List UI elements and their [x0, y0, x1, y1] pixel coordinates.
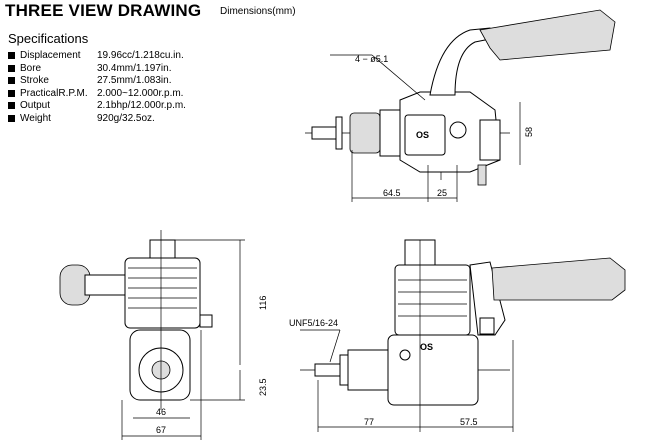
length-a-dimension: 77	[364, 417, 374, 427]
spec-value: 2.1bhp/12.000r.p.m.	[97, 100, 186, 111]
units-note: Dimensions(mm)	[220, 6, 296, 17]
spec-value: 920g/32.5oz.	[97, 112, 155, 124]
spec-label: Displacement	[20, 50, 81, 61]
bullet-icon	[8, 52, 15, 59]
outer-width-dimension: 67	[156, 425, 166, 435]
lower-height-dimension: 23.5	[258, 378, 268, 396]
page-title: THREE VIEW DRAWING	[5, 1, 202, 20]
svg-text:OS: OS	[420, 342, 433, 352]
top-view-drawing: OS 4 − ø5.1 58 64.5 25	[305, 9, 616, 202]
spec-value: 30.4mm/1.197in.	[97, 62, 172, 74]
thread-dimension: UNF5/16-24	[289, 318, 338, 328]
bullet-icon	[8, 102, 15, 109]
holes-dimension: 4 − ø5.1	[355, 54, 388, 64]
spec-value: 27.5mm/1.083in.	[97, 75, 172, 86]
spec-row: PracticalR.P.M. 2.000~12.000r.p.m.	[8, 88, 186, 101]
spec-label: Output	[20, 100, 51, 111]
specifications-heading: Specifications	[8, 31, 89, 46]
inner-width-dimension: 46	[156, 407, 166, 417]
spec-row: Output 2.1bhp/12.000r.p.m.	[8, 100, 186, 113]
spec-label: Bore	[20, 62, 42, 74]
spec-row: Weight 920g/32.5oz.	[8, 113, 186, 126]
length-b-dimension: 57.5	[460, 417, 478, 427]
spec-row: Displacement 19.96cc/1.218cu.in.	[8, 50, 186, 63]
front-view-drawing: 116 23.5 46 67	[59, 230, 268, 440]
bullet-icon	[8, 89, 15, 97]
spec-row: Stroke 27.5mm/1.083in.	[8, 75, 186, 88]
spec-row: Bore 30.4mm/1.197in.	[8, 63, 186, 76]
svg-text:OS: OS	[416, 130, 429, 140]
height-dimension: 116	[258, 296, 268, 310]
spec-label: PracticalR.P.M.	[20, 87, 88, 99]
specifications-list: Displacement 19.96cc/1.218cu.in. Bore 30.4…	[8, 50, 186, 125]
bullet-icon	[8, 64, 15, 72]
spec-value: 19.96cc/1.218cu.in.	[97, 50, 184, 61]
bullet-icon	[8, 77, 15, 84]
bullet-icon	[8, 114, 15, 122]
side-view-drawing: OS UNF5/16-24 77 57.5	[289, 239, 626, 432]
length-a-dimension: 64.5	[383, 188, 401, 198]
spec-value: 2.000~12.000r.p.m.	[97, 87, 184, 99]
spec-label: Weight	[20, 112, 51, 124]
spec-label: Stroke	[20, 75, 49, 86]
height-dimension: 58	[524, 127, 534, 137]
length-b-dimension: 25	[437, 188, 447, 198]
